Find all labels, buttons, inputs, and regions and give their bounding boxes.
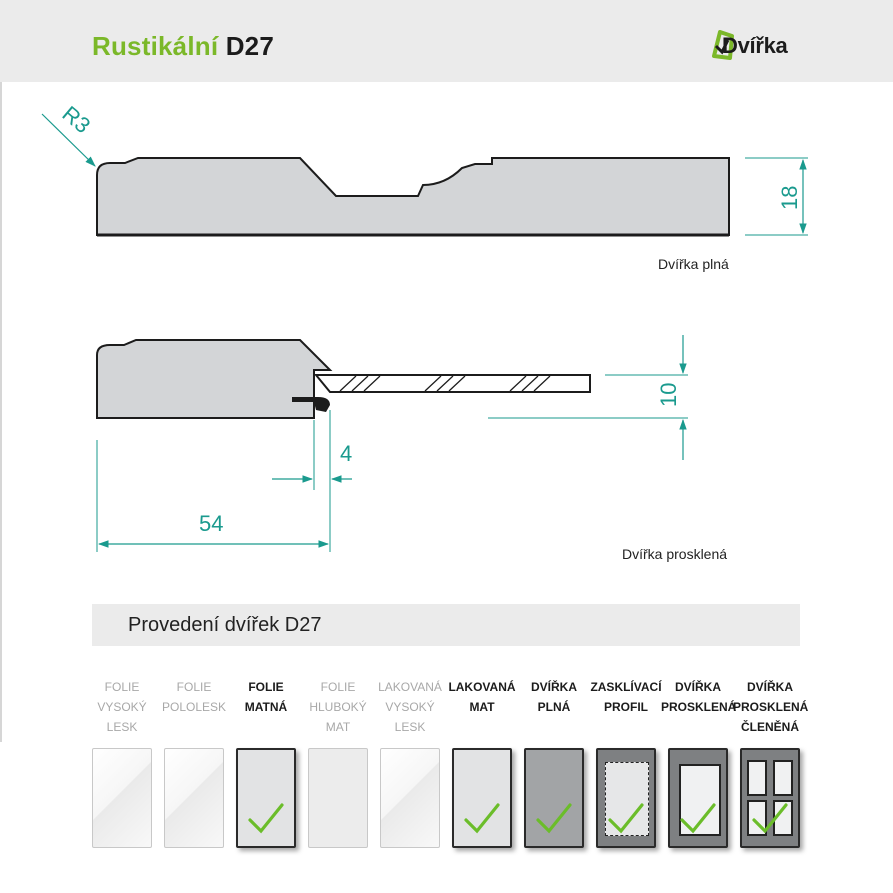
- left-border: [0, 82, 2, 742]
- brand-logo-icon: [712, 30, 734, 60]
- groove-dimension: 4: [340, 441, 352, 466]
- profile-drawing: R3 18 10 4 54: [41, 101, 808, 552]
- option-label: DVÍŘKA PLNÁ: [530, 680, 577, 714]
- glass-panel: [747, 760, 767, 796]
- option-swatch-gloss: [380, 748, 440, 848]
- option-swatch-matte: [236, 748, 296, 848]
- option-swatch-gloss: [164, 748, 224, 848]
- width-dimension: 54: [199, 511, 223, 536]
- option-label: FOLIE HLUBOKÝ MAT: [309, 680, 367, 734]
- checkmark-icon: [680, 803, 716, 834]
- option-label: LAKOVANÁ VYSOKÝ LESK: [378, 680, 442, 734]
- glazed-frame-section: [96, 339, 333, 419]
- checkmark-icon: [752, 803, 788, 834]
- page-title: Rustikální D27: [92, 31, 274, 62]
- option-swatch-gloss: [92, 748, 152, 848]
- caption-glazed-door: Dvířka prosklená: [622, 546, 728, 562]
- glass-dimension: 10: [656, 383, 681, 407]
- option-swatch-divided: [740, 748, 800, 848]
- option-swatch-deepmatte: [308, 748, 368, 848]
- section-header: Provedení dvířek D27: [92, 604, 800, 646]
- radius-label: R3: [58, 101, 96, 138]
- option-label: FOLIE POLOLESK: [161, 680, 227, 714]
- checkmark-icon: [248, 803, 284, 834]
- option-swatch-matte: [452, 748, 512, 848]
- option-label: LAKOVANÁ MAT: [448, 680, 516, 714]
- option-label: DVÍŘKA PROSKLENÁ ČLENĚNÁ: [733, 680, 809, 734]
- option-swatch-solid: [524, 748, 584, 848]
- title-code: D27: [225, 31, 274, 61]
- section-title: Provedení dvířek D27: [128, 614, 322, 636]
- option-swatch-glazed: [668, 748, 728, 848]
- thickness-dimension: 18: [777, 186, 802, 210]
- checkmark-icon: [464, 803, 500, 834]
- option-label: DVÍŘKA PROSKLENÁ: [661, 680, 737, 714]
- glass-panel: [773, 760, 793, 796]
- header-bar: Rustikální D27 Dvířka: [0, 0, 893, 82]
- checkmark-icon: [608, 803, 644, 834]
- option-label: FOLIE VYSOKÝ LESK: [97, 680, 147, 734]
- solid-profile-section: [96, 157, 730, 236]
- brand-logo-text: Dvířka: [722, 33, 788, 58]
- option-label: FOLIE MATNÁ: [244, 680, 288, 714]
- checkmark-icon: [536, 803, 572, 834]
- glass-pane: [313, 374, 591, 393]
- glazing-bead: [292, 397, 330, 412]
- caption-solid-door: Dvířka plná: [658, 256, 729, 272]
- title-main: Rustikální: [92, 31, 219, 61]
- option-label: ZASKLÍVACÍ PROFIL: [590, 680, 662, 714]
